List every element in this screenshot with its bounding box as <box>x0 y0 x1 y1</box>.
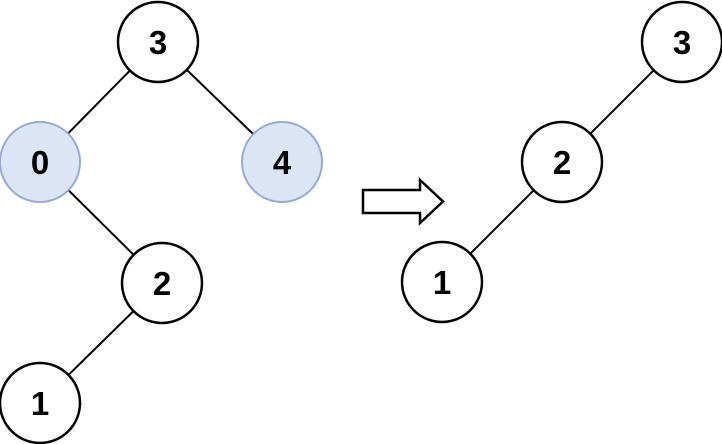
tree-node-label: 1 <box>31 385 49 422</box>
tree-node-label: 2 <box>153 265 171 302</box>
tree-node-0-highlighted <box>0 121 81 203</box>
tree-node-label: 4 <box>273 144 292 181</box>
transform-arrow-icon <box>361 177 445 226</box>
tree-node-1 <box>0 361 82 444</box>
tree-node-label: 3 <box>673 24 691 61</box>
tree-node-3 <box>640 0 722 84</box>
tree-node-label: 1 <box>433 264 451 301</box>
tree-node-2 <box>520 120 604 204</box>
output-tree: 3 2 1 <box>400 0 722 324</box>
tree-node-2 <box>120 241 204 325</box>
input-tree: 3 0 4 2 1 <box>0 0 323 444</box>
tree-node-label: 2 <box>553 144 571 181</box>
tree-node-4-highlighted <box>241 121 323 203</box>
tree-node-label: 0 <box>31 144 49 181</box>
tree-node-3 <box>116 0 200 84</box>
right-arrow-icon <box>361 177 445 226</box>
tree-node-label: 3 <box>149 24 167 61</box>
tree-node-1 <box>400 240 484 324</box>
